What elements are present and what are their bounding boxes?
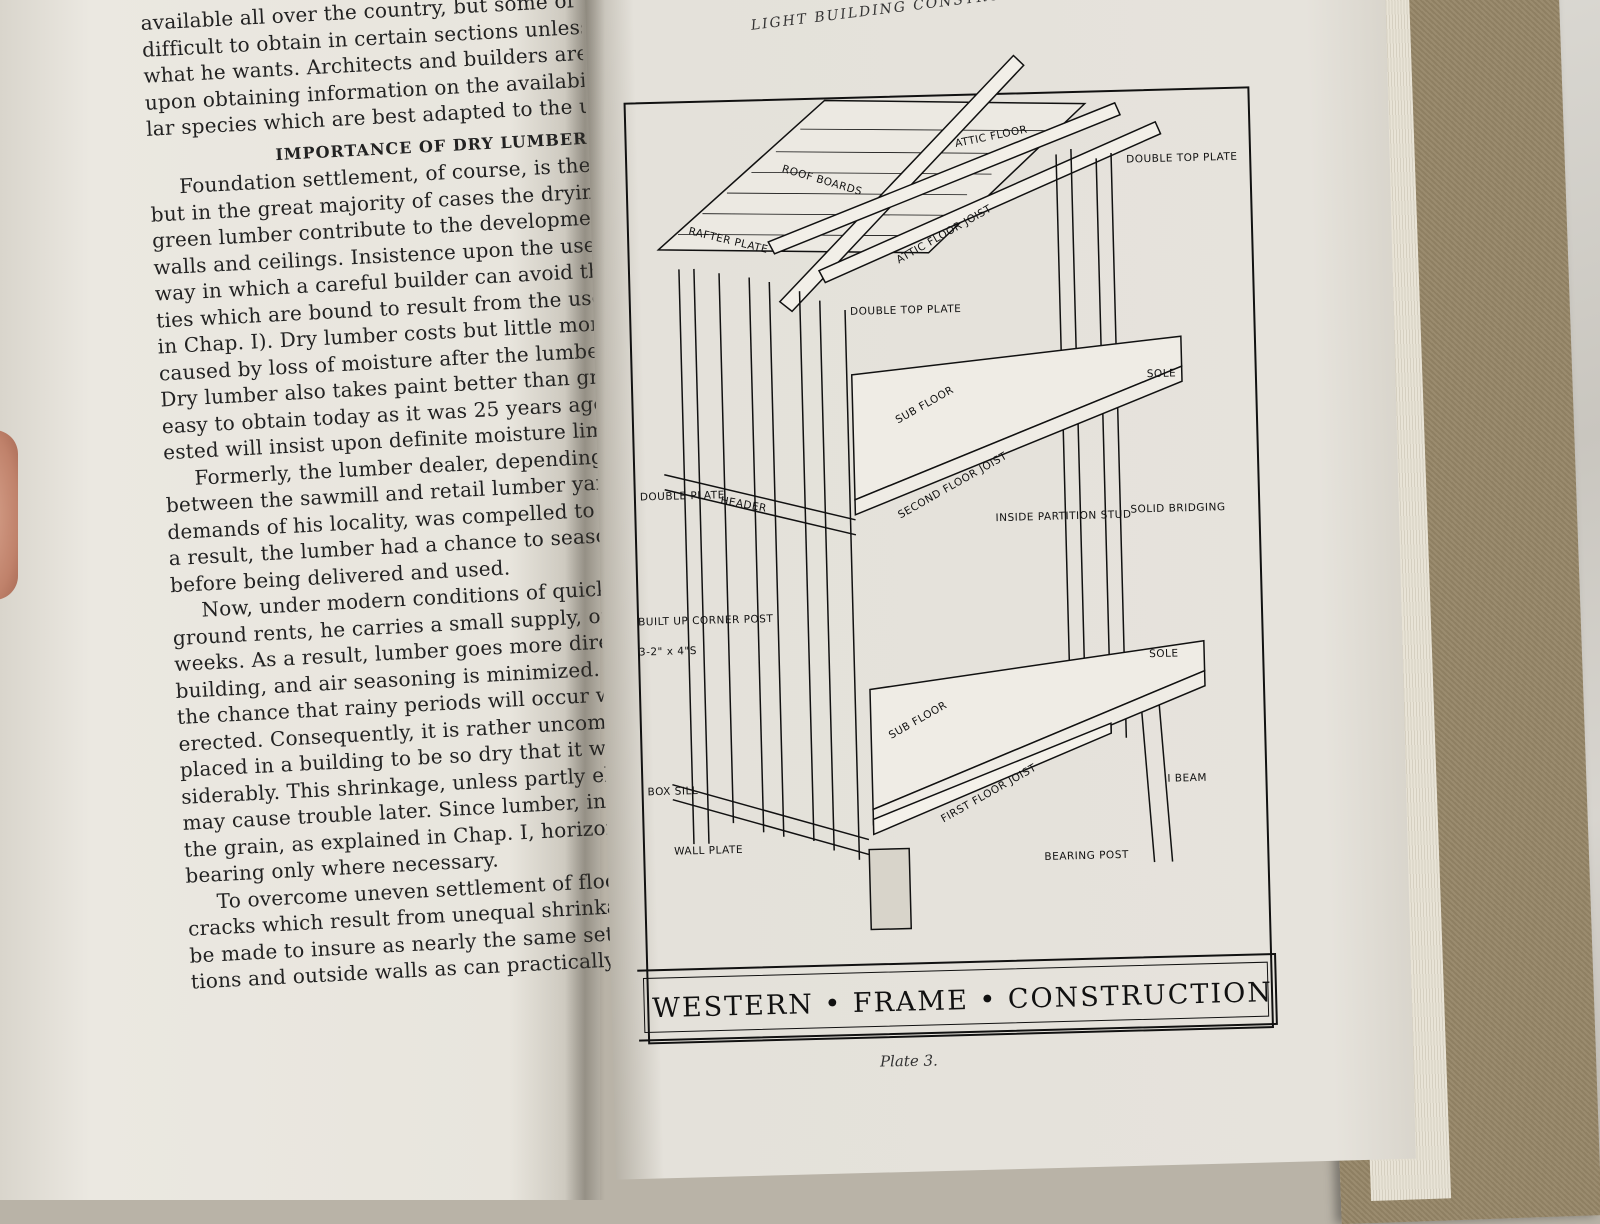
label-double-top-plate: DOUBLE TOP PLATE — [850, 303, 962, 318]
label-sole-lower: SOLE — [1149, 647, 1179, 660]
left-page: available all over the country, but some… — [0, 0, 631, 1200]
label-box-sill: BOX SILL — [647, 785, 698, 798]
plate-title: WESTERN • FRAME • CONSTRUCTION — [652, 977, 1273, 1024]
label-bearing-post: BEARING POST — [1044, 849, 1129, 863]
floor-drawing — [850, 335, 1206, 836]
label-double-plate: DOUBLE PLATE — [640, 489, 725, 503]
label-built-up-corner-post: BUILT UP CORNER POST — [638, 613, 774, 629]
label-corner-post-size: 3-2" x 4"S — [639, 645, 697, 659]
title-box-inner — [642, 961, 1270, 1034]
book-gutter — [565, 0, 605, 1200]
foundation-pier — [868, 847, 913, 931]
wall-framing — [664, 149, 1174, 863]
frame-drawing: ROOF BOARDS ATTIC FLOOR DOUBLE TOP PLATE… — [623, 54, 1278, 1045]
label-sole-upper: SOLE — [1147, 367, 1177, 380]
roof-drawing — [656, 54, 1162, 313]
label-i-beam: I BEAM — [1167, 772, 1207, 785]
left-page-text: available all over the country, but some… — [140, 0, 631, 995]
label-inside-partition-stud: INSIDE PARTITION STUD — [995, 509, 1131, 525]
label-wall-plate: WALL PLATE — [674, 844, 743, 858]
finger — [0, 430, 18, 600]
plate-caption: Plate 3. — [879, 1051, 938, 1071]
label-double-top-plate-right: DOUBLE TOP PLATE — [1126, 151, 1238, 166]
plate-border — [623, 86, 1274, 1045]
label-solid-bridging: SOLID BRIDGING — [1130, 501, 1226, 515]
plate-illustration: ROOF BOARDS ATTIC FLOOR DOUBLE TOP PLATE… — [612, 0, 1299, 1056]
